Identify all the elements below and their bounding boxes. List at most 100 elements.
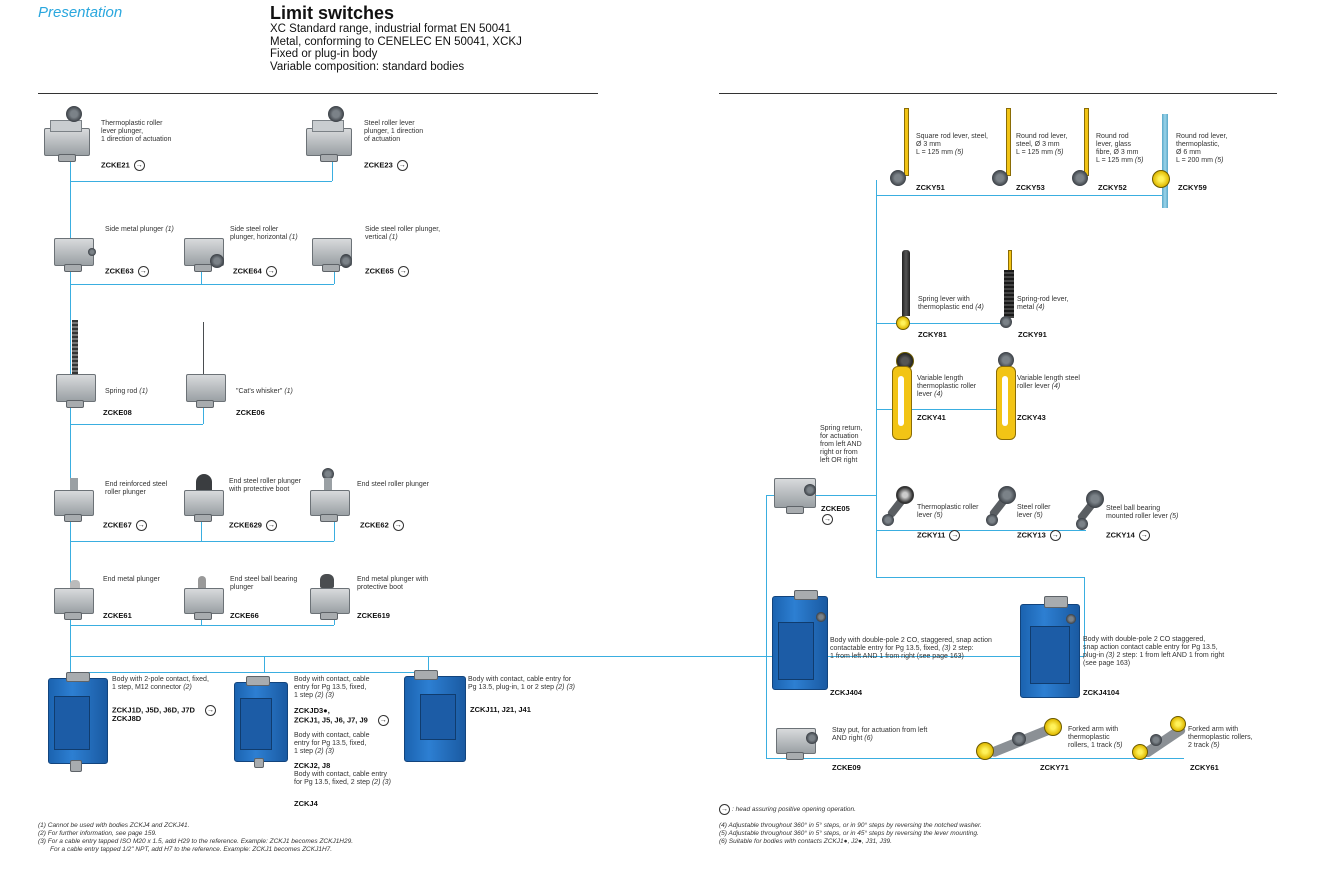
connector bbox=[70, 656, 774, 657]
connector bbox=[766, 758, 1184, 759]
connector bbox=[876, 195, 1162, 196]
connector bbox=[334, 520, 335, 541]
connector bbox=[70, 672, 428, 673]
body3-ref: ZCKJ11, J21, J41 bbox=[470, 705, 531, 714]
zcke08-ref: ZCKE08 bbox=[103, 408, 132, 417]
zcke08-desc: Spring rod (1) bbox=[105, 388, 148, 395]
body2-ref4: ZCKJ4 bbox=[294, 799, 318, 808]
connector bbox=[876, 409, 1006, 410]
zcke66-ref: ZCKE66 bbox=[230, 611, 259, 620]
connector bbox=[766, 656, 1084, 657]
positive-opening-icon: → bbox=[133, 160, 145, 171]
page-title: Limit switches bbox=[270, 3, 395, 23]
zcky14-ref: ZCKY14→ bbox=[1106, 530, 1150, 541]
body1-ref2: ZCKJ8D bbox=[112, 714, 142, 723]
zcke64-ref: ZCKE64→ bbox=[233, 266, 277, 277]
connector bbox=[70, 160, 71, 672]
zcky11-ref: ZCKY11→ bbox=[917, 530, 961, 541]
zcky43-ref: ZCKY43 bbox=[1017, 413, 1046, 422]
body2-ref1: ZCKJD3●, bbox=[294, 706, 330, 715]
connector bbox=[766, 656, 767, 758]
zcke63-desc: Side metal plunger (1) bbox=[105, 226, 174, 233]
connector bbox=[70, 541, 334, 542]
legend: →: head assuring positive opening operat… bbox=[719, 804, 856, 815]
header-rule-left bbox=[38, 93, 598, 94]
connector bbox=[70, 625, 334, 626]
zcky81-ref: ZCKY81 bbox=[918, 330, 947, 339]
connector bbox=[201, 270, 202, 284]
zcky52-ref: ZCKY52 bbox=[1098, 183, 1127, 192]
connector bbox=[70, 284, 334, 285]
positive-opening-icon: → bbox=[265, 520, 277, 531]
footnote: (5) Adjustable throughout 360° in 5° ste… bbox=[719, 830, 979, 837]
connector bbox=[203, 400, 204, 424]
positive-opening-icon: → bbox=[396, 160, 408, 171]
positive-opening-icon: → bbox=[822, 514, 833, 525]
positive-opening-icon: → bbox=[949, 530, 961, 541]
positive-opening-icon: → bbox=[1138, 530, 1150, 541]
subtitle-line: Fixed or plug-in body bbox=[270, 48, 378, 60]
zckj404-desc: Body with double-pole 2 CO, staggered, s… bbox=[830, 637, 992, 660]
zcke09-ref: ZCKE09 bbox=[832, 763, 861, 772]
connector bbox=[766, 495, 876, 496]
footnote: (6) Suitable for bodies with contacts ZC… bbox=[719, 838, 892, 845]
zcke06-ref: ZCKE06 bbox=[236, 408, 265, 417]
body2-ref3: ZCKJ2, J8 bbox=[294, 761, 331, 770]
header-rule-right bbox=[719, 93, 1277, 94]
connector bbox=[264, 656, 265, 672]
zcke62-ref: ZCKE62→ bbox=[360, 520, 404, 531]
connector bbox=[201, 520, 202, 541]
connector bbox=[766, 495, 767, 656]
connector bbox=[70, 181, 332, 182]
connector bbox=[428, 656, 429, 672]
zcke67-ref: ZCKE67→ bbox=[103, 520, 147, 531]
subtitle-line: Variable composition: standard bodies bbox=[270, 60, 465, 73]
footnote: (3) For a cable entry tapped ISO M20 x 1… bbox=[38, 838, 354, 845]
section-label: Presentation bbox=[38, 4, 123, 21]
subtitle-line: XC Standard range, industrial format EN … bbox=[270, 23, 511, 35]
footnote: (1) Cannot be used with bodies ZCKJ4 and… bbox=[38, 822, 190, 829]
zcke63-ref: ZCKE63→ bbox=[105, 266, 149, 277]
zcky71-ref: ZCKY71 bbox=[1040, 763, 1069, 772]
positive-opening-icon: → bbox=[392, 520, 404, 531]
positive-opening-icon: → bbox=[1049, 530, 1061, 541]
footnote: (4) Adjustable throughout 360° in 5° ste… bbox=[719, 822, 982, 829]
footnote: (2) For further information, see page 15… bbox=[38, 830, 157, 837]
connector bbox=[876, 323, 1006, 324]
page-subtitle: XC Standard range, industrial format EN … bbox=[270, 23, 522, 73]
zcky51-ref: ZCKY51 bbox=[916, 183, 945, 192]
zcke619-ref: ZCKE619 bbox=[357, 611, 390, 620]
zcke06-desc: "Cat's whisker" (1) bbox=[236, 388, 293, 395]
zcke65-ref: ZCKE65→ bbox=[365, 266, 409, 277]
zckj4104-desc: Body with double-pole 2 CO staggered,sna… bbox=[1083, 636, 1225, 667]
footnote: For a cable entry tapped 1/2" NPT, add H… bbox=[50, 846, 333, 853]
connector bbox=[876, 577, 1084, 578]
positive-opening-icon: → bbox=[137, 266, 149, 277]
zcke629-ref: ZCKE629→ bbox=[229, 520, 277, 531]
body1-desc: Body with 2-pole contact, fixed,1 step, … bbox=[112, 676, 209, 691]
body1-ref: ZCKJ1D, J5D, J6D, J7D→ bbox=[112, 705, 216, 716]
zcke65-desc: Side steel roller plunger,vertical (1) bbox=[365, 226, 441, 241]
connector bbox=[1084, 577, 1085, 656]
zcke61-desc: End metal plunger bbox=[103, 576, 160, 583]
zcky53-ref: ZCKY53 bbox=[1016, 183, 1045, 192]
zcky61-ref: ZCKY61 bbox=[1190, 763, 1219, 772]
positive-opening-icon: → bbox=[204, 705, 216, 716]
body2-ref2: ZCKJ1, J5, J6, J7, J9→ bbox=[294, 715, 389, 726]
